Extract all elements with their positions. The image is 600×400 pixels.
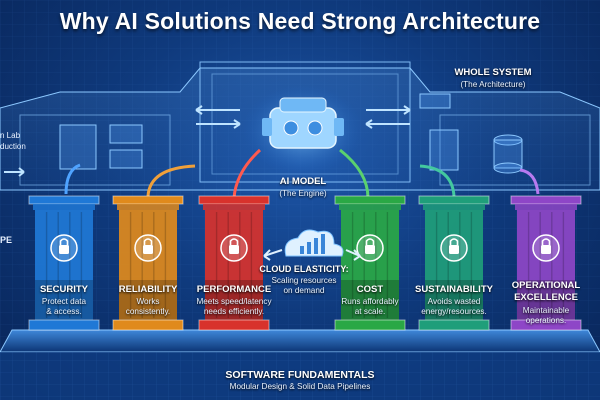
pillar-performance-label: PERFORMANCE <box>184 284 284 295</box>
whole-system-label: WHOLE SYSTEM <box>428 67 558 78</box>
pillar-operational-label-2: EXCELLENCE <box>500 292 592 303</box>
gear-clock-icon <box>135 235 161 261</box>
pillar-cost-sub-1: Runs affordably <box>330 297 410 307</box>
pillar-sustainability-sub-1: Avoids wasted <box>408 297 500 307</box>
coins-icon <box>357 235 383 261</box>
pillar-sustainability-label: SUSTAINABILITY <box>408 284 500 295</box>
foundation-label: SOFTWARE FUNDAMENTALS <box>150 369 450 381</box>
pillar-security-label: SECURITY <box>24 284 104 295</box>
left-edge-text-3: PE <box>0 235 12 245</box>
pillar-security-sub-1: Protect data <box>24 297 104 307</box>
pillar-performance-sub-1: Meets speed/latency <box>184 297 284 307</box>
pillar-performance-sub-2: needs efficiently. <box>184 307 284 317</box>
pillar-cost-sub-2: at scale. <box>330 307 410 317</box>
ai-model-label: AI MODEL <box>253 176 353 187</box>
foundation-platform <box>0 330 600 352</box>
pillar-reliability-sub-1: Works <box>106 297 190 307</box>
pillar-reliability-label: RELIABILITY <box>106 284 190 295</box>
pillar-reliability-sub-2: consistently. <box>106 307 190 317</box>
whole-system-sub: (The Architecture) <box>428 80 558 90</box>
pillar-security-sub-2: & access. <box>24 307 104 317</box>
left-edge-text-2: duction <box>0 142 26 152</box>
ai-model-sub: (The Engine) <box>253 189 353 199</box>
lock-icon <box>51 235 77 261</box>
left-edge-text-1: n Lab <box>0 131 20 141</box>
page-title: Why AI Solutions Need Strong Architectur… <box>0 8 600 35</box>
pillar-cost-label: COST <box>330 284 410 295</box>
cloud-elasticity-label: CLOUD ELASTICITY: <box>256 264 352 274</box>
pillar-sustainability-sub-2: energy/resources. <box>408 307 500 317</box>
pillar-operational-sub-2: operations. <box>500 316 592 326</box>
pillar-operational-label: OPERATIONAL <box>500 280 592 291</box>
tools-icon <box>533 235 559 261</box>
speedometer-rocket-icon <box>221 235 247 261</box>
pillar-operational-sub-1: Maintainable <box>500 306 592 316</box>
foundation-sub: Modular Design & Solid Data Pipelines <box>150 382 450 392</box>
leaf-plug-icon <box>441 235 467 261</box>
